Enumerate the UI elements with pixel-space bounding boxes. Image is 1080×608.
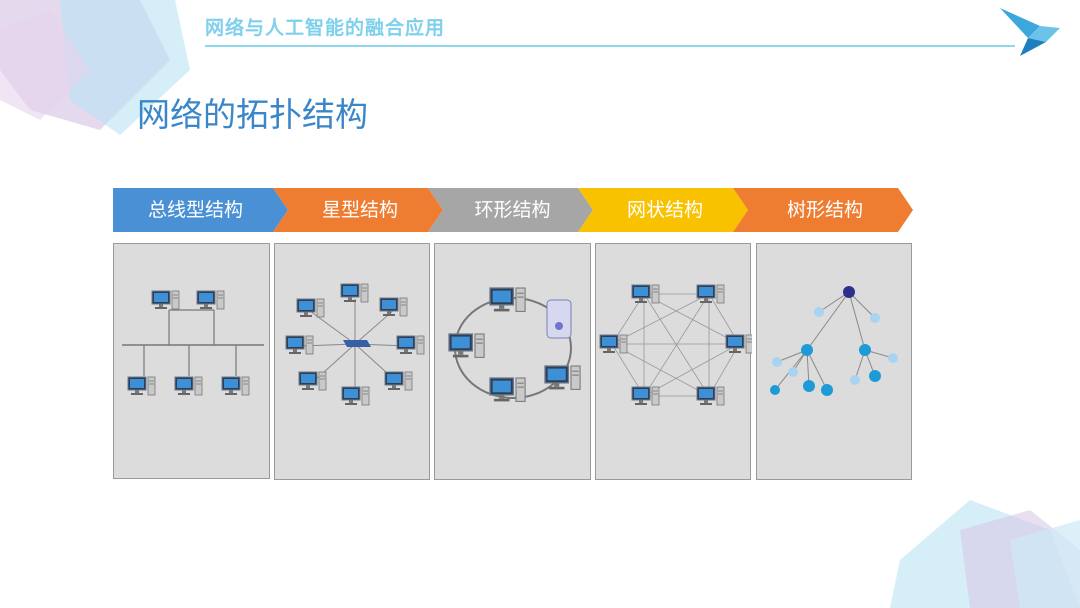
- mesh-topology-panel: [595, 243, 752, 480]
- bottom-right-decoration: [890, 500, 1080, 608]
- computer-icon: [151, 290, 180, 310]
- ring-topology-panel: [434, 243, 591, 480]
- computer-icon: [196, 290, 225, 310]
- header-divider: [205, 45, 1015, 47]
- star-topology-panel: [274, 243, 430, 480]
- label-tree: 树形结构: [786, 199, 863, 221]
- server-icon: [546, 299, 572, 339]
- bus-topology-panel: [113, 243, 270, 479]
- switch-icon: [343, 340, 371, 347]
- label-ring: 环形结构: [474, 199, 551, 221]
- computer-icon: [448, 333, 485, 359]
- chevron-ring: [428, 188, 593, 232]
- computer-icon: [379, 297, 408, 317]
- computer-icon: [631, 386, 660, 406]
- chevron-mesh: [578, 188, 748, 232]
- bird-logo: [1000, 8, 1060, 56]
- slide-title: 网络的拓扑结构: [137, 95, 368, 134]
- root-node: [843, 286, 855, 298]
- computer-icon: [396, 335, 425, 355]
- computer-icon: [298, 371, 327, 391]
- header-title: 网络与人工智能的融合应用: [205, 17, 446, 39]
- chevron-star: [273, 188, 443, 232]
- computer-icon: [384, 371, 413, 391]
- computer-icon: [341, 386, 370, 406]
- computer-icon: [725, 334, 752, 354]
- label-mesh: 网状结构: [626, 199, 703, 221]
- computer-icon: [221, 376, 250, 396]
- computer-icon: [296, 298, 325, 318]
- computer-icon: [599, 334, 628, 354]
- computer-icon: [489, 287, 526, 313]
- chevron-bus: [113, 188, 288, 232]
- computer-icon: [696, 386, 725, 406]
- top-left-decoration: [0, 0, 190, 135]
- label-bus: 总线型结构: [147, 199, 243, 221]
- chevron-tree: [733, 188, 913, 232]
- tree-topology-panel: [756, 243, 912, 480]
- computer-icon: [127, 376, 156, 396]
- computer-icon: [174, 376, 203, 396]
- label-star: 星型结构: [321, 199, 398, 221]
- computer-icon: [631, 284, 660, 304]
- computer-icon: [696, 284, 725, 304]
- computer-icon: [285, 335, 314, 355]
